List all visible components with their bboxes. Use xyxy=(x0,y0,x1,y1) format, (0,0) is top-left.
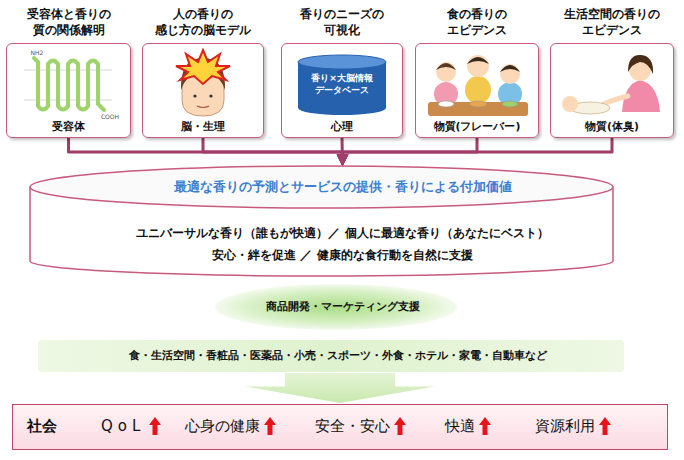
box-caption: 受容体 xyxy=(7,119,130,134)
merge-connector xyxy=(69,138,343,165)
research-box: 生活空間の香りの エビデンス物質(体臭) xyxy=(550,43,674,138)
terminal-label: NH2 xyxy=(26,48,48,57)
society-box: 社会 QoL 心身の健康 安全・安心 快適 資源利用 xyxy=(12,404,668,450)
box-heading: 受容体と香りの 質の関係解明 xyxy=(13,6,125,38)
up-arrow-shape xyxy=(264,417,276,435)
merge-connector xyxy=(203,138,343,165)
up-arrow xyxy=(263,416,277,436)
up-arrow-shape xyxy=(394,417,406,435)
benefit-text: 資源利用 xyxy=(535,416,595,436)
block-arrow xyxy=(245,373,435,403)
box-caption: 物質(体臭) xyxy=(551,119,673,134)
cylinder-text: 安心・絆を促進 ／ 健康的な食行動を自然に支援 xyxy=(29,247,656,263)
head-figure xyxy=(176,50,230,116)
research-box: 食の香りの エビデンス物質(フレーバー) xyxy=(415,43,539,138)
cylinder-text: ユニバーサルな香り（誰もが快適）／ 個人に最適な香り（あなたにベスト） xyxy=(29,225,656,241)
box-heading: 香りのニーズの 可視化 xyxy=(286,6,398,38)
cylinder-heading: 最適な香りの予測とサービスの提供・香りによる付加価値 xyxy=(29,178,656,195)
box-heading: 人の香りの 感じ方の脳モデル xyxy=(147,6,259,38)
terminal-label: COOH xyxy=(98,112,122,121)
box-heading: 食の香りの エビデンス xyxy=(421,6,533,38)
up-arrow-shape xyxy=(149,417,161,435)
benefit-text: 心身の健康 xyxy=(185,416,260,436)
box-caption: 心理 xyxy=(282,119,402,134)
industry-band: 食・生活空間・香粧品・医薬品・小売・スポーツ・外食・ホテル・家電・自動車など xyxy=(38,340,638,372)
value-cylinder: 最適な香りの予測とサービスの提供・香りによる付加価値ユニバーサルな香り（誰もが快… xyxy=(29,165,656,277)
society-heading: 社会 xyxy=(27,416,57,436)
society-item: 快適 xyxy=(445,416,492,436)
box-heading: 生活空間の香りの エビデンス xyxy=(556,6,668,38)
support-ellipse: 商品開発・マーケティング支援 xyxy=(215,284,471,330)
up-arrow xyxy=(393,416,407,436)
benefit-text: 快適 xyxy=(445,416,475,436)
society-item: 安全・安心 xyxy=(315,416,407,436)
family-figure xyxy=(428,55,528,116)
research-box: 受容体と香りの 質の関係解明受容体 xyxy=(6,43,131,138)
society-item: QoL xyxy=(101,416,162,436)
up-arrow-shape xyxy=(479,417,491,435)
database-figure xyxy=(298,55,386,115)
up-arrow xyxy=(598,416,612,436)
research-box: 人の香りの 感じ方の脳モデル脳・生理 xyxy=(142,43,264,138)
society-item: 資源利用 xyxy=(535,416,612,436)
receptor-figure xyxy=(24,58,112,110)
box-caption: 物質(フレーバー) xyxy=(416,119,538,134)
benefit-text: QoL xyxy=(101,416,145,436)
benefit-text: 安全・安心 xyxy=(315,416,390,436)
node-text: 商品開発・マーケティング支援 xyxy=(215,299,471,315)
society-item: 社会 xyxy=(27,416,57,436)
up-arrow xyxy=(148,416,162,436)
box-caption: 脳・生理 xyxy=(143,119,263,134)
society-item: 心身の健康 xyxy=(185,416,277,436)
up-arrow xyxy=(478,416,492,436)
merge-connector xyxy=(343,138,613,165)
mother-baby-figure xyxy=(562,55,660,114)
node-text: 食・生活空間・香粧品・医薬品・小売・スポーツ・外食・ホテル・家電・自動車など xyxy=(38,348,638,363)
database-label: 香り×大脳情報 データベース xyxy=(302,72,382,96)
up-arrow-shape xyxy=(599,417,611,435)
